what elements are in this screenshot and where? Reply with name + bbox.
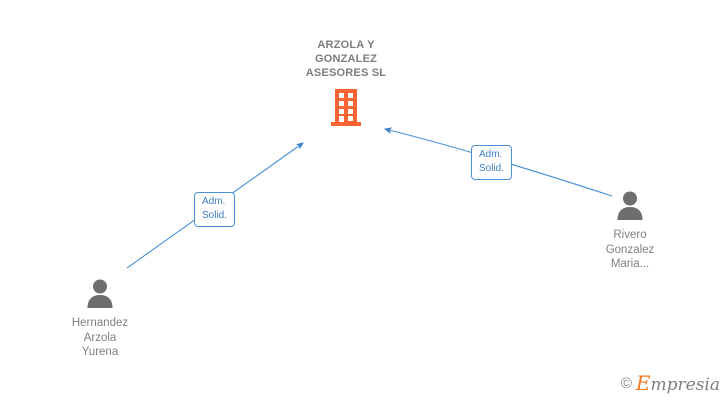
person-label: Hernandez Arzola Yurena: [71, 317, 129, 358]
person-node-hernandez[interactable]: Hernandez Arzola Yurena: [40, 278, 160, 360]
edge-rivero-to-company: [383, 127, 613, 197]
company-node[interactable]: ARZOLA Y GONZALEZ ASESORES SL: [276, 38, 416, 129]
edge-label-rivero[interactable]: Adm. Solid.: [471, 145, 513, 180]
watermark: © Empresia: [621, 373, 720, 394]
edge-label-hernandez[interactable]: Adm. Solid.: [194, 192, 236, 227]
brand-logo: Empresia: [636, 373, 720, 394]
person-icon: [87, 279, 113, 308]
building-icon: [331, 89, 361, 126]
person-icon-wrap: [570, 190, 690, 222]
person-node-rivero[interactable]: Rivero Gonzalez Maria...: [570, 190, 690, 272]
company-title: ARZOLA Y GONZALEZ ASESORES SL: [305, 39, 387, 79]
company-icon-wrap: [276, 87, 416, 129]
copyright-icon: ©: [620, 375, 632, 392]
brand-rest: mpresia: [650, 375, 721, 395]
brand-initial: E: [635, 371, 651, 395]
person-icon-wrap: [40, 278, 160, 310]
person-icon: [617, 191, 643, 220]
person-label: Rivero Gonzalez Maria...: [605, 229, 655, 270]
